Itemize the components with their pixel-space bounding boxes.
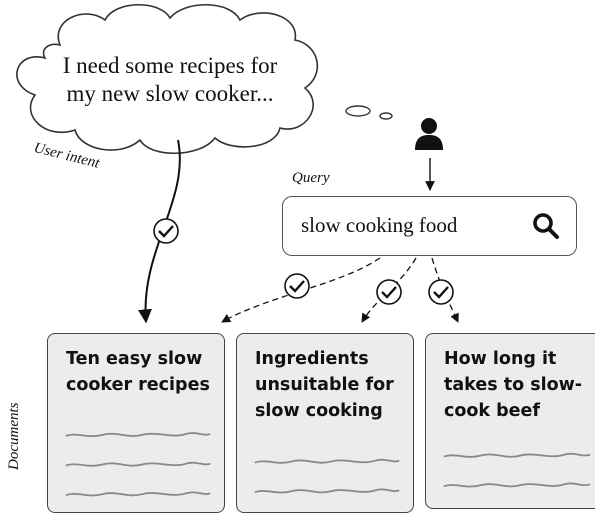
check-icon xyxy=(284,273,310,299)
thought-text: I need some recipes for my new slow cook… xyxy=(30,52,310,108)
document-title-line: How long it xyxy=(444,349,557,369)
document-card-2[interactable]: Ingredients unsuitable for slow cooking xyxy=(236,333,414,513)
document-text-placeholder xyxy=(443,452,591,488)
document-card-1[interactable]: Ten easy slow cooker recipes xyxy=(47,333,225,513)
document-title-line: cook beef xyxy=(444,401,541,421)
document-title: Ingredients unsuitable for slow cooking xyxy=(255,346,394,424)
search-box[interactable]: slow cooking food xyxy=(282,196,577,256)
document-title: How long it takes to slow- cook beef xyxy=(444,346,582,424)
document-title-line: slow cooking xyxy=(255,401,383,421)
user-icon xyxy=(415,118,443,150)
thought-cloud xyxy=(16,3,319,155)
document-title-line: Ingredients xyxy=(255,349,369,369)
query-to-doc3-arrow xyxy=(431,257,459,323)
document-title-line: unsuitable for xyxy=(255,375,394,395)
query-label: Query xyxy=(292,170,330,186)
check-icon xyxy=(376,279,402,305)
document-title-line: takes to slow- xyxy=(444,375,583,395)
thought-bubble-large xyxy=(345,105,371,117)
document-title-line: Ten easy slow xyxy=(66,349,203,369)
thought-line-2: my new slow cooker... xyxy=(66,81,274,106)
document-text-placeholder xyxy=(65,432,211,497)
search-query-text: slow cooking food xyxy=(301,213,458,237)
thought-line-1: I need some recipes for xyxy=(62,53,278,78)
check-icon xyxy=(153,218,179,244)
document-text-placeholder xyxy=(254,458,400,494)
document-title-line: cooker recipes xyxy=(66,375,210,395)
thought-bubble-small xyxy=(379,112,393,120)
document-card-3[interactable]: How long it takes to slow- cook beef xyxy=(425,333,595,509)
documents-label: Documents xyxy=(6,402,22,471)
document-title: Ten easy slow cooker recipes xyxy=(66,346,210,398)
check-icon xyxy=(428,279,454,305)
search-icon[interactable] xyxy=(532,212,560,240)
